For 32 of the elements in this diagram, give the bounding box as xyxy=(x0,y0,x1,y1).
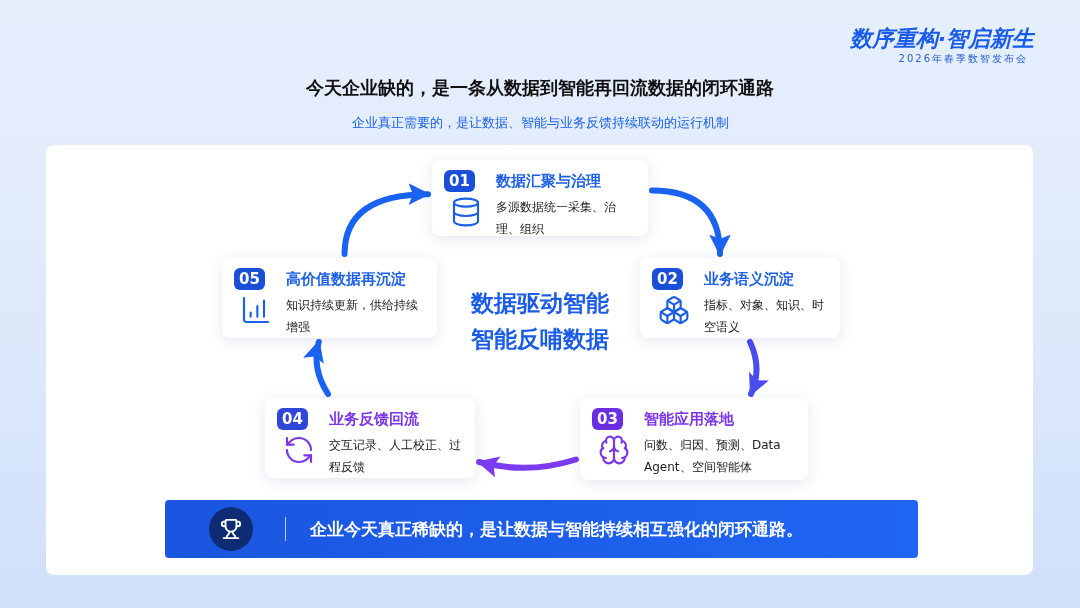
step-number: 05 xyxy=(234,268,265,290)
step-number: 03 xyxy=(592,408,623,430)
step-heading: 业务反馈回流 xyxy=(329,409,420,430)
subtitle: 企业真正需要的，是让数据、智能与业务反馈持续联动的运行机制 xyxy=(351,115,729,130)
center-slogan: 智能反哺数据 xyxy=(470,325,610,354)
step-card xyxy=(580,398,808,480)
step-number: 02 xyxy=(652,268,683,290)
step-heading: 高价值数据再沉淀 xyxy=(286,269,407,290)
banner-text: 企业今天真正稀缺的，是让数据与智能持续相互强化的闭环通路。 xyxy=(310,517,803,541)
arrow xyxy=(649,187,730,257)
step-heading: 业务语义沉淀 xyxy=(704,269,795,290)
step-heading: 智能应用落地 xyxy=(644,409,735,430)
main-title: 今天企业缺的，是一条从数据到智能再回流数据的闭环通路 xyxy=(306,77,774,98)
arrow xyxy=(747,339,769,397)
step-heading: 数据汇聚与治理 xyxy=(496,171,602,192)
step-card xyxy=(640,258,840,338)
step-description: 指标、对象、知识、时空语义 xyxy=(704,297,825,336)
center-slogan: 数据驱动智能 xyxy=(469,289,610,318)
step-card xyxy=(222,258,437,338)
step-number: 04 xyxy=(277,408,308,430)
event-subtitle: 2026年春季数智发布会 xyxy=(898,52,1028,66)
step-description: 知识持续更新，供给持续增强 xyxy=(286,297,419,336)
step-number: 01 xyxy=(444,170,475,192)
step-card xyxy=(432,160,648,236)
event-title: 数序重构·智启新生 xyxy=(849,25,1034,53)
step-description: 交互记录、人工校正、过程反馈 xyxy=(329,437,462,476)
step-description: 多源数据统一采集、治理、组织 xyxy=(496,199,617,238)
arrow xyxy=(341,184,431,257)
step-card xyxy=(265,398,475,478)
step-description: 问数、归因、预测、Data Agent、空间智能体 xyxy=(644,437,782,476)
arrow xyxy=(303,339,331,397)
arrow xyxy=(476,456,579,477)
